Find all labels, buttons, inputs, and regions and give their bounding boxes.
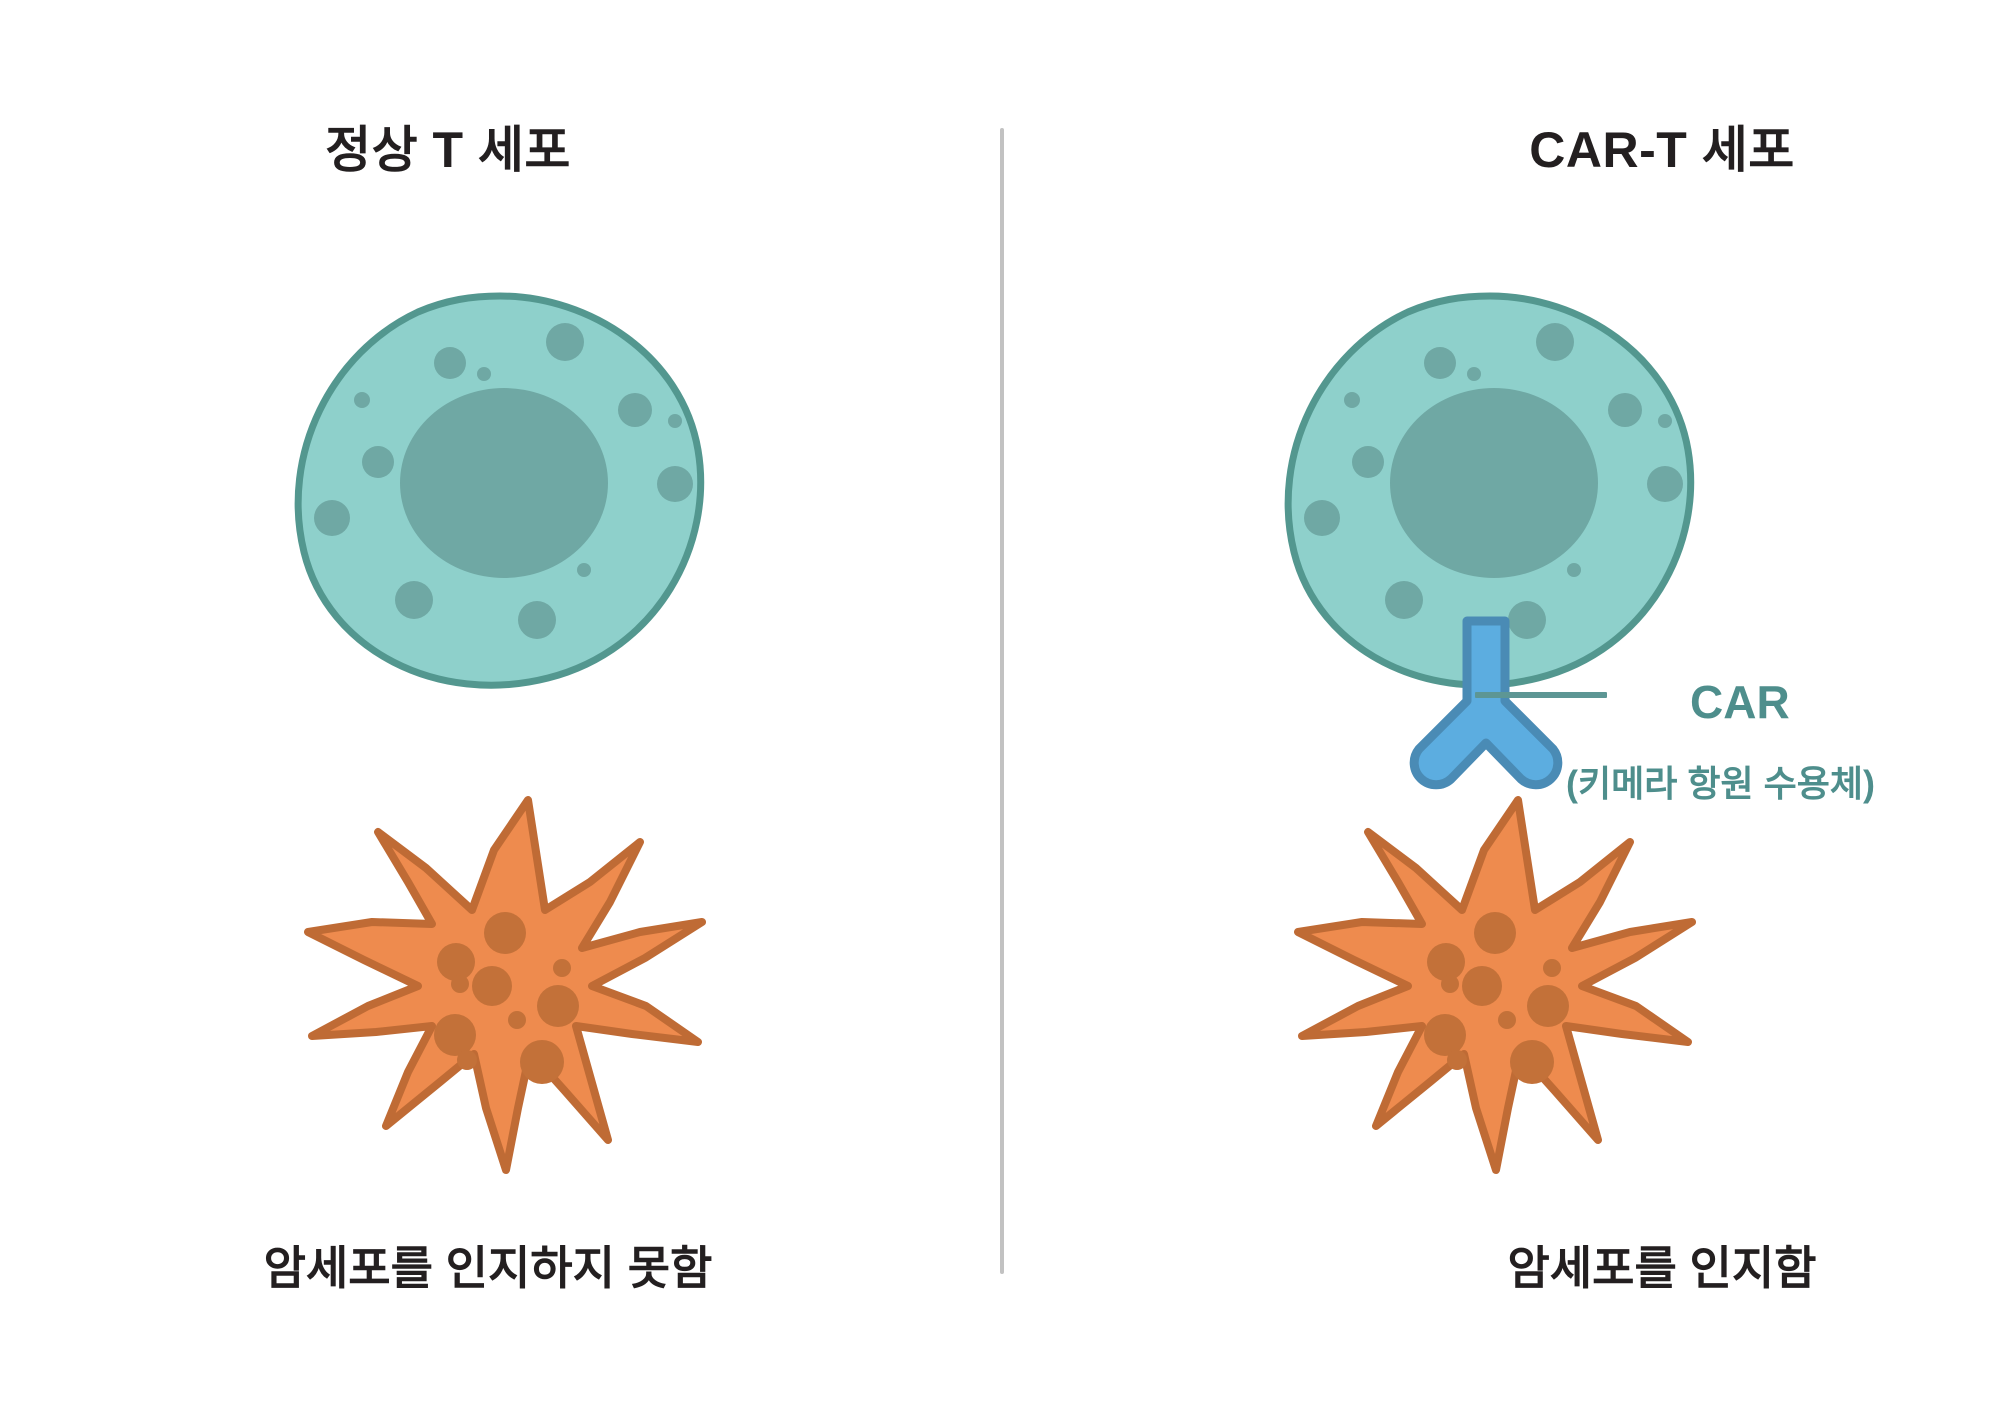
cancer-cell-speckles [1424,912,1569,1084]
cytoplasm-granules [314,323,693,639]
car-t-cell [1284,292,1695,689]
panel-divider [1000,128,1004,1274]
car-label: CAR [1690,676,1790,728]
car-receptor-shape [1409,616,1563,790]
panel-normal-t-cell: 정상 T 세포 [263,122,713,1294]
cell-nucleus [1390,388,1598,578]
panel-car-t-cell: CAR-T 세포 암세포를 인지함 [1000,0,2000,1404]
cytoplasm-granules [1304,323,1683,639]
cancer-cell [1294,796,1696,1174]
panel-title-right: CAR-T 세포 [1529,122,1795,178]
cell-nucleus [400,388,608,578]
panel-caption-right: 암세포를 인지함 [1507,1242,1817,1294]
car-sublabel: (키메라 항원 수용체) [1566,763,1875,804]
panel-caption-left: 암세포를 인지하지 못함 [263,1242,713,1294]
panel-title-left: 정상 T 세포 [325,122,571,178]
cancer-cell [304,796,706,1174]
car-receptor-icon [1409,616,1563,790]
cancer-cell-speckles [434,912,579,1084]
normal-t-cell [294,292,705,689]
car-leader-line [1475,692,1607,698]
